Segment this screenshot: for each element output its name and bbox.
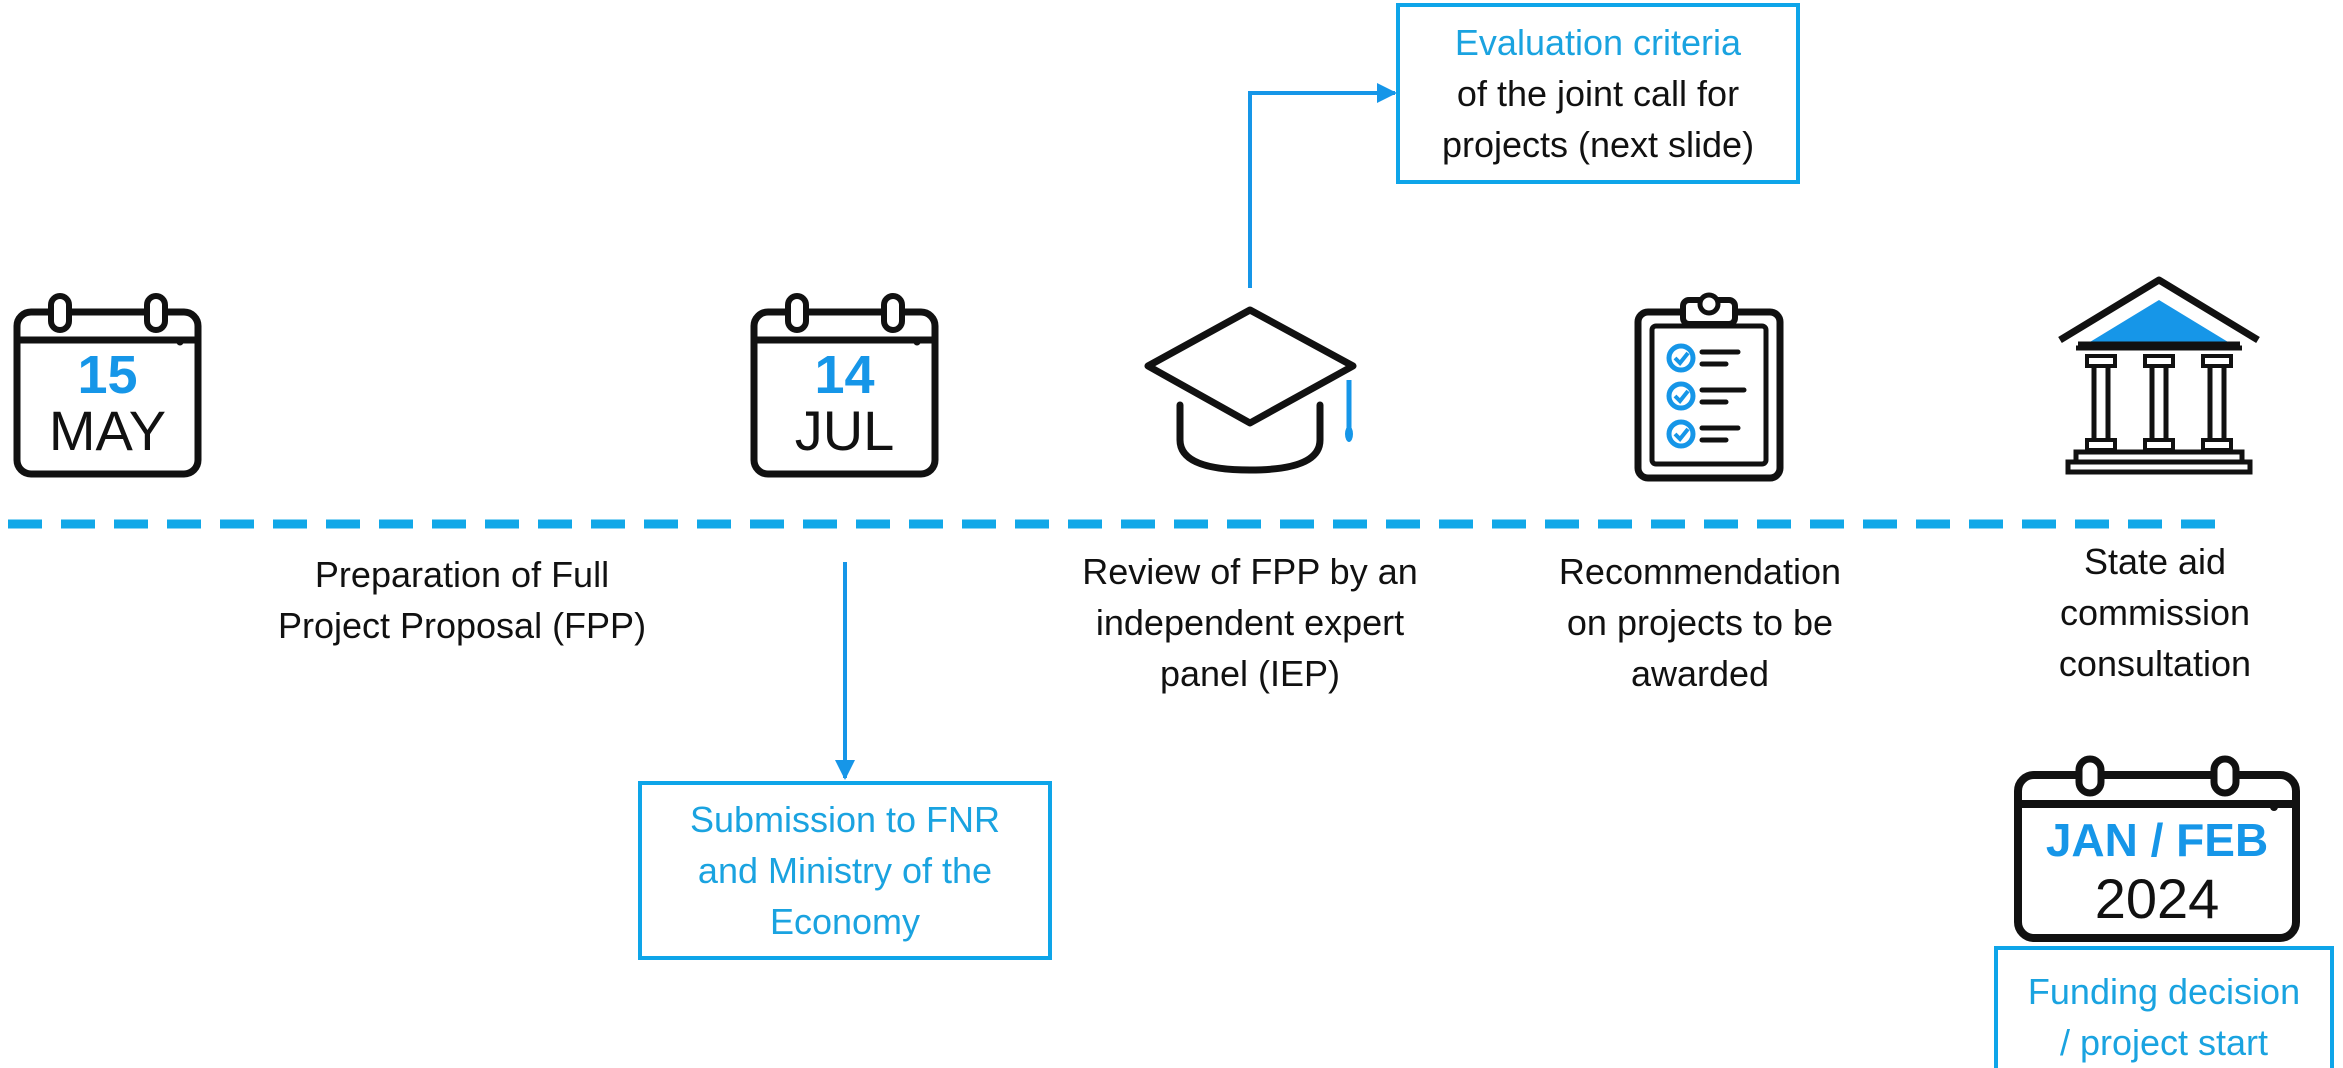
calendar-month: MAY	[48, 399, 167, 462]
calendar-period: JAN / FEB	[2045, 814, 2269, 866]
box-line: of the joint call for	[1456, 73, 1740, 114]
calendar-start-date: 15 MAY	[17, 348, 198, 460]
box-line: Economy	[769, 901, 921, 942]
calendar-year: 2024	[2094, 867, 2220, 930]
funding-decision-box: Funding decision / project start	[1994, 946, 2334, 1068]
government-building-icon	[2058, 276, 2260, 475]
evaluation-connector	[1248, 83, 1397, 288]
step-preparation-label: Preparation of Full Project Proposal (FP…	[262, 549, 662, 651]
calendar-icon	[13, 293, 202, 478]
step-state-aid-label: State aid commission consultation	[2020, 536, 2290, 689]
submission-box: Submission to FNR and Ministry of the Ec…	[638, 781, 1052, 960]
box-line: projects (next slide)	[1441, 124, 1755, 165]
calendar-decision-date: JAN / FEB 2024	[2018, 812, 2296, 930]
box-line: Submission to FNR	[689, 799, 1001, 840]
box-line-highlight: Evaluation criteria	[1454, 22, 1742, 63]
calendar-day: 14	[814, 345, 875, 405]
box-line: Funding decision	[2027, 971, 2301, 1012]
label-line: awarded	[1630, 653, 1770, 694]
calendar-submission-date: 14 JUL	[754, 348, 935, 460]
box-line: / project start	[2059, 1022, 2269, 1063]
calendar-icon	[750, 293, 939, 478]
label-line: Review of FPP by an	[1082, 551, 1418, 592]
label-line: consultation	[2058, 643, 2252, 684]
evaluation-criteria-box: Evaluation criteria of the joint call fo…	[1396, 3, 1800, 184]
label-line: State aid	[2083, 541, 2227, 582]
box-line: and Ministry of the	[697, 850, 993, 891]
calendar-day: 15	[77, 345, 138, 405]
label-line: independent expert	[1095, 602, 1405, 643]
label-line: commission	[2059, 592, 2251, 633]
label-line: on projects to be	[1566, 602, 1834, 643]
step-review-label: Review of FPP by an independent expert p…	[1060, 546, 1440, 699]
calendar-icon	[2014, 755, 2300, 942]
graduation-cap-icon	[1144, 306, 1357, 474]
step-recommendation-label: Recommendation on projects to be awarded	[1530, 546, 1870, 699]
label-line: Recommendation	[1558, 551, 1842, 592]
label-line: panel (IEP)	[1159, 653, 1341, 694]
clipboard-checklist-icon	[1634, 292, 1784, 482]
label-line: Preparation of Full	[314, 554, 610, 595]
calendar-month: JUL	[794, 399, 895, 462]
label-line: Project Proposal (FPP)	[277, 605, 647, 646]
